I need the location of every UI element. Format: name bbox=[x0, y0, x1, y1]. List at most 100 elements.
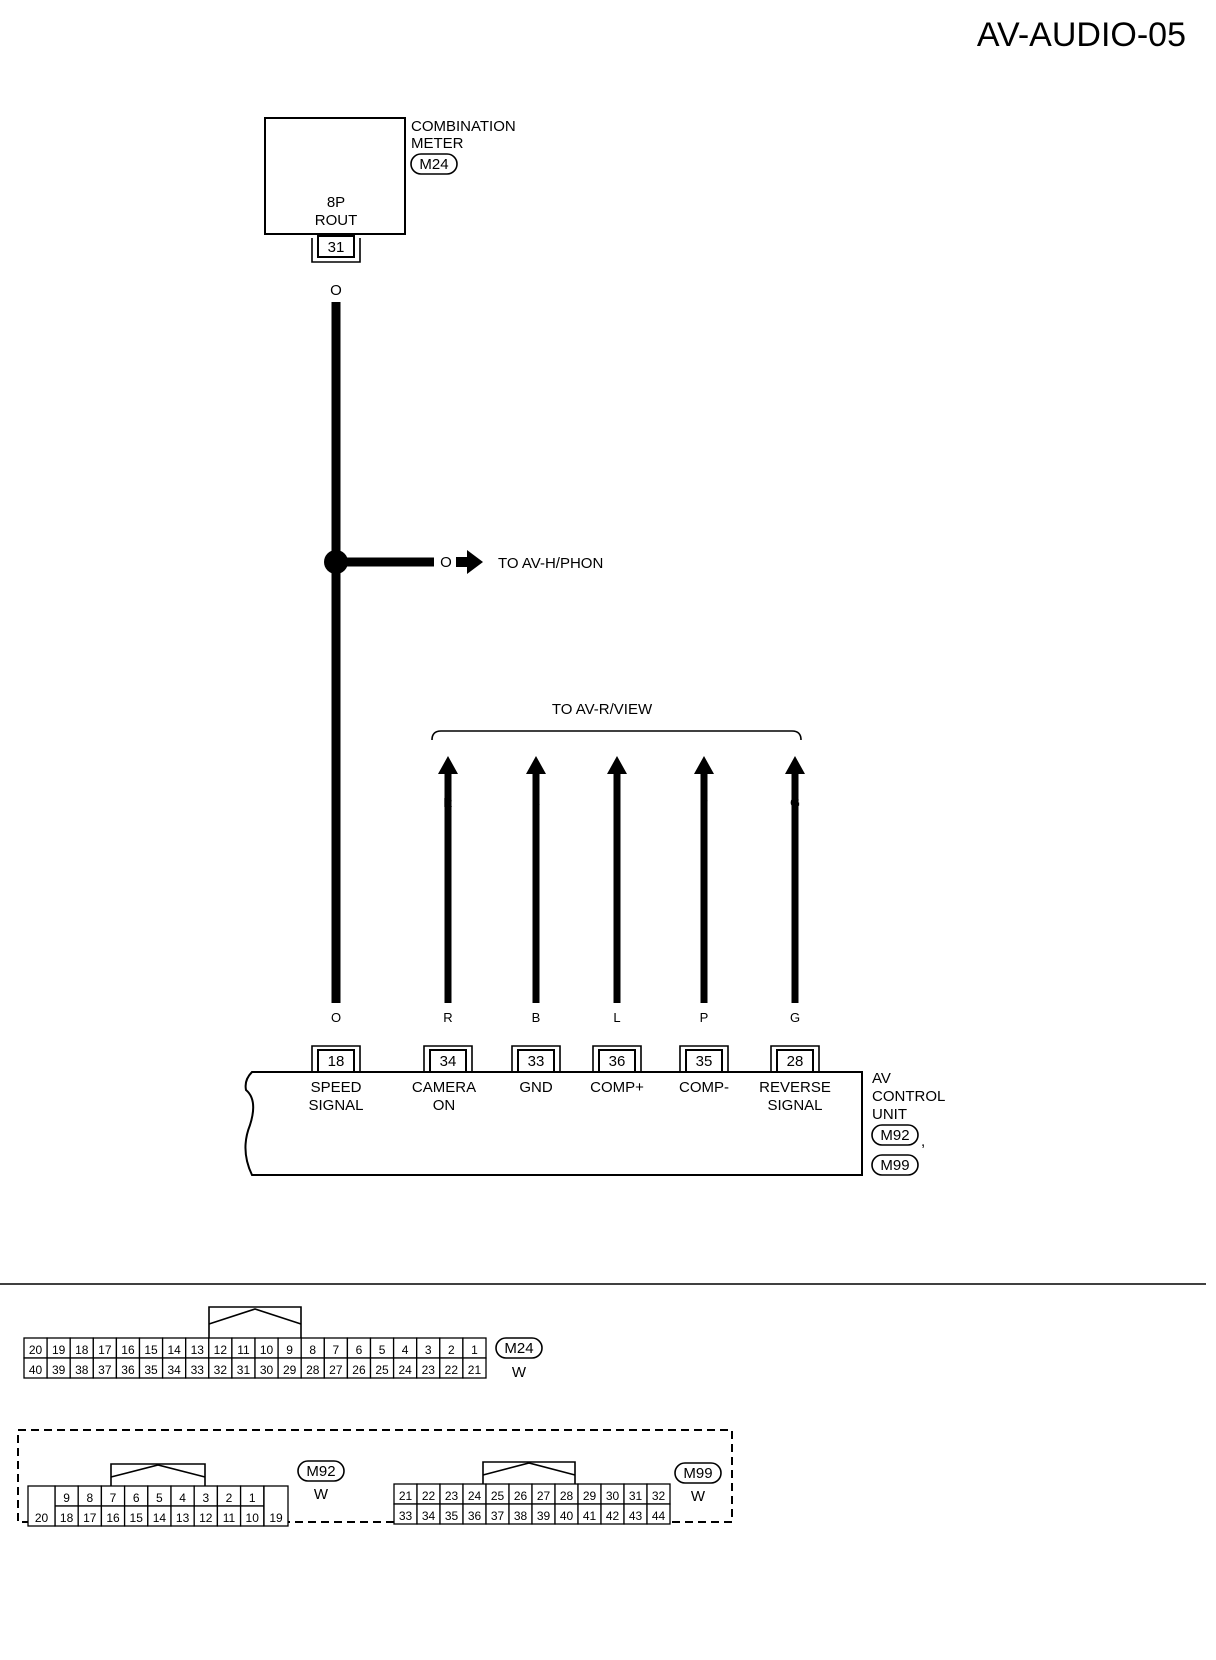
cavity-number: 16 bbox=[121, 1343, 135, 1357]
page-code: AV-AUDIO-05 bbox=[977, 16, 1186, 54]
wire-color-lower: P bbox=[700, 1010, 709, 1025]
cavity-number: 24 bbox=[468, 1489, 482, 1503]
wire-color-lower: L bbox=[613, 1010, 620, 1025]
terminal-28: G 28 REVERSE SIGNAL bbox=[759, 1010, 831, 1114]
cavity-number: 43 bbox=[629, 1509, 643, 1523]
cavity-number: 32 bbox=[214, 1363, 228, 1377]
terminal-box bbox=[598, 1049, 636, 1073]
cavity-number: 13 bbox=[176, 1511, 190, 1525]
cavity-number: 9 bbox=[286, 1343, 293, 1357]
connector-color: W bbox=[314, 1486, 329, 1503]
cavity-number: 44 bbox=[652, 1509, 666, 1523]
cavity-number: 30 bbox=[260, 1363, 274, 1377]
cavity-number: 31 bbox=[237, 1363, 251, 1377]
av-control-unit-name-line1: AV bbox=[872, 1070, 891, 1087]
connector-cavity bbox=[27, 1485, 56, 1527]
connector-lock-chevron bbox=[110, 1464, 206, 1478]
cavity-number: 3 bbox=[425, 1343, 432, 1357]
cavity-number: 34 bbox=[422, 1509, 436, 1523]
cavity-number: 21 bbox=[468, 1363, 482, 1377]
cavity-number: 16 bbox=[106, 1511, 120, 1525]
wire-g-arrow bbox=[785, 756, 805, 1003]
cavity-number: 26 bbox=[352, 1363, 366, 1377]
av-control-unit-box bbox=[244, 1071, 863, 1176]
rear-view-destination: TO AV-R/VIEW bbox=[552, 701, 653, 718]
combination-meter-name-line1: COMBINATION bbox=[411, 118, 516, 135]
wire-l-arrow bbox=[607, 756, 627, 1003]
wire-color-lower: B bbox=[532, 1010, 541, 1025]
cavity-number: 5 bbox=[156, 1491, 163, 1505]
connector-badge bbox=[495, 1337, 543, 1359]
connector-badge bbox=[871, 1124, 919, 1146]
connector-lock-chevron bbox=[208, 1308, 302, 1325]
cavity-number: 38 bbox=[75, 1363, 89, 1377]
cavity-number: 10 bbox=[260, 1343, 274, 1357]
splice-branch: O TO AV-H/PHON bbox=[324, 550, 603, 574]
cavity-number: 34 bbox=[167, 1363, 181, 1377]
terminal-box bbox=[776, 1049, 814, 1073]
cavity-number: 12 bbox=[214, 1343, 228, 1357]
terminal-label-line2: ON bbox=[433, 1097, 456, 1114]
cavity-number: 2 bbox=[226, 1491, 233, 1505]
cavity-number: 11 bbox=[223, 1511, 236, 1525]
cavity-number: 32 bbox=[652, 1489, 666, 1503]
terminal-box bbox=[429, 1049, 467, 1073]
cavity-number: 31 bbox=[629, 1489, 643, 1503]
wire-color-lower: O bbox=[331, 1010, 341, 1025]
cavity-number: 23 bbox=[422, 1363, 436, 1377]
cavity-number: 13 bbox=[191, 1343, 205, 1357]
arrow-right-icon bbox=[456, 550, 483, 574]
av-control-unit-name-line2: CONTROL bbox=[872, 1088, 945, 1105]
wire-color-lower: G bbox=[790, 1010, 800, 1025]
combination-meter-connector: M24 bbox=[419, 156, 448, 173]
wire-color-upper: P bbox=[700, 795, 709, 810]
connector-badge bbox=[674, 1462, 722, 1484]
cavity-number: 25 bbox=[375, 1363, 389, 1377]
terminal-18: O 18 SPEED SIGNAL bbox=[308, 1010, 363, 1114]
terminal-pin: 36 bbox=[609, 1053, 626, 1070]
terminal-label-line2: SIGNAL bbox=[767, 1097, 822, 1114]
cavity-number: 14 bbox=[167, 1343, 181, 1357]
av-control-unit-connector-1: M92 bbox=[880, 1127, 909, 1144]
terminal-pin: 28 bbox=[787, 1053, 804, 1070]
cavity-number: 40 bbox=[29, 1363, 43, 1377]
cavity-number: 33 bbox=[191, 1363, 205, 1377]
connector-lock-tab bbox=[208, 1306, 302, 1338]
cavity-number: 36 bbox=[121, 1363, 135, 1377]
cavity-number: 12 bbox=[199, 1511, 213, 1525]
cavity-number: 29 bbox=[583, 1489, 597, 1503]
cavity-number: 8 bbox=[309, 1343, 316, 1357]
cavity-number: 35 bbox=[144, 1363, 158, 1377]
cavity-number: 17 bbox=[98, 1343, 112, 1357]
terminal-box bbox=[685, 1049, 723, 1073]
wire-color-upper: G bbox=[790, 795, 800, 810]
terminal-pin: 33 bbox=[528, 1053, 545, 1070]
terminal-33: B 33 GND bbox=[511, 1010, 561, 1096]
connector-badge bbox=[297, 1460, 345, 1482]
terminal-bracket bbox=[679, 1045, 729, 1072]
cavity-number: 36 bbox=[468, 1509, 482, 1523]
terminal-label-line1: SPEED bbox=[311, 1079, 362, 1096]
cavity-number: 33 bbox=[399, 1509, 413, 1523]
connector-cavity bbox=[263, 1485, 289, 1527]
wire-color-upper: R bbox=[443, 795, 452, 810]
connector-lock-tab bbox=[110, 1463, 206, 1486]
combination-meter-name-line2: METER bbox=[411, 135, 464, 152]
terminal-bracket bbox=[511, 1045, 561, 1072]
cavity-number: 22 bbox=[422, 1489, 436, 1503]
terminal-pin: 18 bbox=[328, 1053, 345, 1070]
connector-id: M92 bbox=[306, 1463, 335, 1480]
wire-color-upper: B bbox=[532, 795, 541, 810]
cavity-number: 25 bbox=[491, 1489, 505, 1503]
terminal-label-line1: CAMERA bbox=[412, 1079, 476, 1096]
cavity-number: 38 bbox=[514, 1509, 528, 1523]
cavity-number: 37 bbox=[98, 1363, 112, 1377]
terminal-label-line1: COMP- bbox=[679, 1079, 729, 1096]
cavity-number: 39 bbox=[537, 1509, 551, 1523]
connector-separator: , bbox=[921, 1133, 925, 1150]
combination-meter-pin-label-line2: ROUT bbox=[315, 212, 358, 229]
terminal-label-line2: SIGNAL bbox=[308, 1097, 363, 1114]
terminal-pin: 34 bbox=[440, 1053, 457, 1070]
terminal-box bbox=[317, 1049, 355, 1073]
